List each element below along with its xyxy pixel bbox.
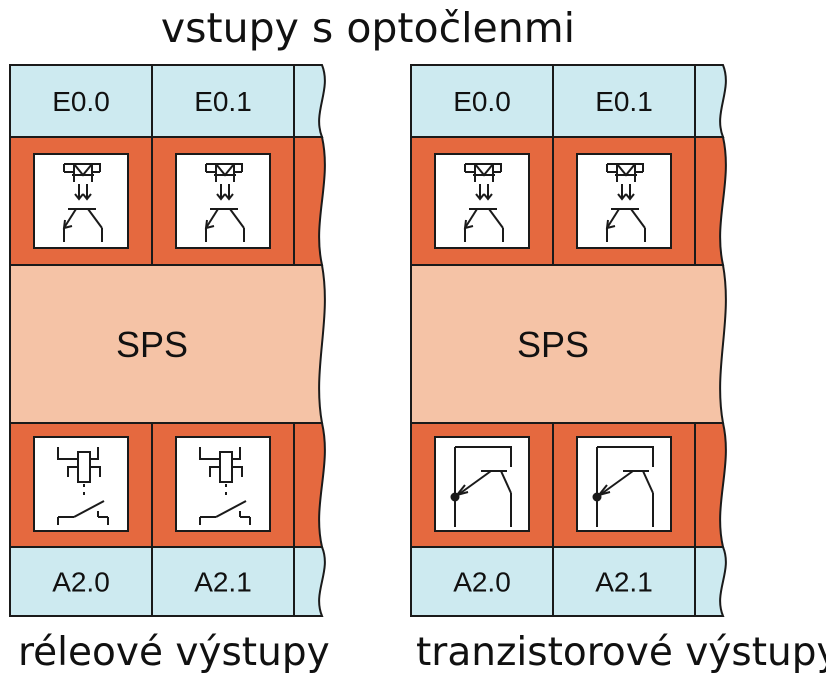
diagram-title: vstupy s optočlenmi (160, 4, 576, 52)
output-label-A2-1: A2.1 (194, 567, 252, 598)
transistor-switch-icon (576, 436, 672, 532)
input-label-E0-0: E0.0 (52, 86, 110, 117)
input-label-E0-1: E0.1 (595, 86, 653, 117)
output-address-row (9, 546, 326, 617)
cpu-label: SPS (116, 324, 188, 365)
cpu-label: SPS (517, 324, 589, 365)
optocoupler-icon (175, 153, 271, 249)
optocoupler-icon (576, 153, 672, 249)
output-address-row (410, 546, 727, 617)
input-label-E0-1: E0.1 (194, 86, 252, 117)
input-label-E0-0: E0.0 (453, 86, 511, 117)
output-label-A2-1: A2.1 (595, 567, 653, 598)
output-label-A2-0: A2.0 (453, 567, 511, 598)
relay-contact-icon (33, 436, 129, 532)
optocoupler-icon (434, 153, 530, 249)
transistor-switch-icon (434, 436, 530, 532)
relay-outputs-caption: réleové výstupy (18, 630, 330, 675)
optocoupler-icon (33, 153, 129, 249)
output-label-A2-0: A2.0 (52, 567, 110, 598)
transistor-outputs-caption: tranzistorové výstupy (416, 630, 826, 675)
relay-contact-icon (175, 436, 271, 532)
